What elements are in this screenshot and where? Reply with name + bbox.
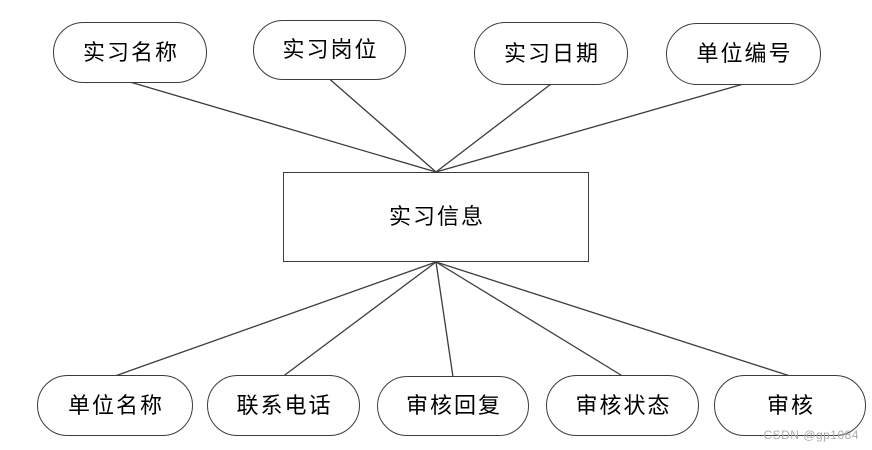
connector-line bbox=[435, 261, 791, 377]
connector-line bbox=[435, 261, 623, 377]
attribute-ellipse: 审核 bbox=[714, 375, 866, 436]
attribute-label: 单位编号 bbox=[696, 41, 793, 66]
connector-line bbox=[435, 83, 552, 173]
connector-line bbox=[283, 261, 437, 377]
connector-line bbox=[435, 83, 744, 173]
attribute-label: 实习岗位 bbox=[282, 37, 379, 62]
connector-line bbox=[435, 261, 454, 378]
attribute-ellipse: 单位名称 bbox=[37, 375, 193, 436]
attribute-ellipse: 实习名称 bbox=[53, 22, 207, 83]
connector-line bbox=[129, 81, 437, 173]
attribute-label: 单位名称 bbox=[67, 392, 164, 418]
entity-box: 实习信息 bbox=[283, 172, 589, 262]
attribute-label: 审核回复 bbox=[405, 393, 502, 418]
attribute-label: 实习名称 bbox=[82, 39, 179, 65]
entity-label: 实习信息 bbox=[388, 204, 485, 229]
connector-line bbox=[114, 261, 437, 377]
attribute-label: 实习日期 bbox=[503, 40, 600, 66]
attribute-ellipse: 审核状态 bbox=[546, 375, 699, 436]
attribute-ellipse: 实习日期 bbox=[474, 22, 628, 85]
attribute-ellipse: 单位编号 bbox=[666, 23, 821, 85]
attribute-label: 审核状态 bbox=[575, 392, 672, 418]
attribute-label: 审核 bbox=[766, 392, 815, 418]
attribute-ellipse: 实习岗位 bbox=[253, 20, 406, 80]
attribute-label: 联系电话 bbox=[236, 392, 333, 418]
connector-line bbox=[329, 78, 437, 173]
attribute-ellipse: 联系电话 bbox=[207, 375, 360, 436]
attribute-ellipse: 审核回复 bbox=[377, 376, 529, 436]
